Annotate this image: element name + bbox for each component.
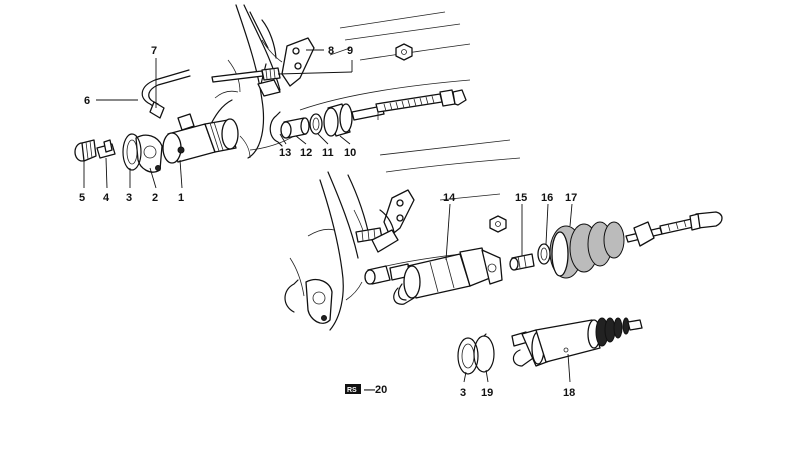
- code-badge-text: RS: [347, 387, 357, 394]
- pushrod-9: [211, 67, 281, 83]
- bolt-4: [96, 139, 116, 159]
- piston-15: [509, 253, 535, 271]
- threaded-rod-upper: [351, 89, 467, 121]
- bracket-8: [281, 37, 315, 87]
- circlip-lower: [284, 279, 299, 313]
- circlip-13: [269, 111, 283, 147]
- callout-labels: 5 4 3 2 1 6 7 8 9 13 12 11 10 14 15 16 1…: [79, 45, 577, 399]
- code-badge: [345, 384, 361, 394]
- diagram-code: RS —20: [345, 384, 387, 396]
- slave-cylinder-18: [511, 317, 643, 367]
- rod-end-lower: [625, 211, 723, 247]
- transmission-housing-lower: [289, 139, 521, 331]
- bracket-lower: [379, 189, 415, 237]
- piston-12: [280, 117, 310, 139]
- callout-18: 18: [563, 387, 575, 399]
- slave-cylinder-14: [364, 247, 503, 305]
- seal-11: [309, 113, 323, 135]
- callout-3-lower: 3: [460, 387, 466, 399]
- callout-13: 13: [279, 147, 291, 159]
- callout-7: 7: [151, 45, 157, 57]
- master-cylinder-1: [162, 113, 239, 164]
- pipe-6: [141, 69, 191, 119]
- callout-8: 8: [328, 45, 334, 57]
- callout-11: 11: [322, 147, 334, 159]
- nut-upper: [395, 43, 413, 61]
- callout-14: 14: [443, 192, 456, 204]
- callout-9: 9: [347, 45, 353, 57]
- flange-lower: [305, 278, 333, 324]
- ring-19: [473, 333, 495, 373]
- cap-5: [74, 139, 97, 162]
- callout-1: 1: [178, 192, 184, 204]
- seal-16: [537, 243, 551, 265]
- code-number: —20: [364, 384, 387, 396]
- pushrod-lower: [355, 227, 399, 253]
- seal-ring-3: [122, 133, 142, 171]
- ring-3-lower: [457, 337, 479, 375]
- flange-2: [135, 134, 163, 173]
- leader-lines: [83, 49, 573, 383]
- callout-12: 12: [300, 147, 312, 159]
- callout-15: 15: [515, 192, 527, 204]
- nut-lower: [489, 215, 507, 233]
- callout-17: 17: [565, 192, 577, 204]
- cup-10: [323, 103, 353, 137]
- callout-10: 10: [344, 147, 356, 159]
- callout-6: 6: [84, 95, 90, 107]
- callout-16: 16: [541, 192, 553, 204]
- boot-17: [549, 221, 625, 279]
- callout-2: 2: [152, 192, 158, 204]
- callout-19: 19: [481, 387, 493, 399]
- callout-5: 5: [79, 192, 85, 204]
- callout-4: 4: [103, 192, 110, 204]
- callout-3: 3: [126, 192, 132, 204]
